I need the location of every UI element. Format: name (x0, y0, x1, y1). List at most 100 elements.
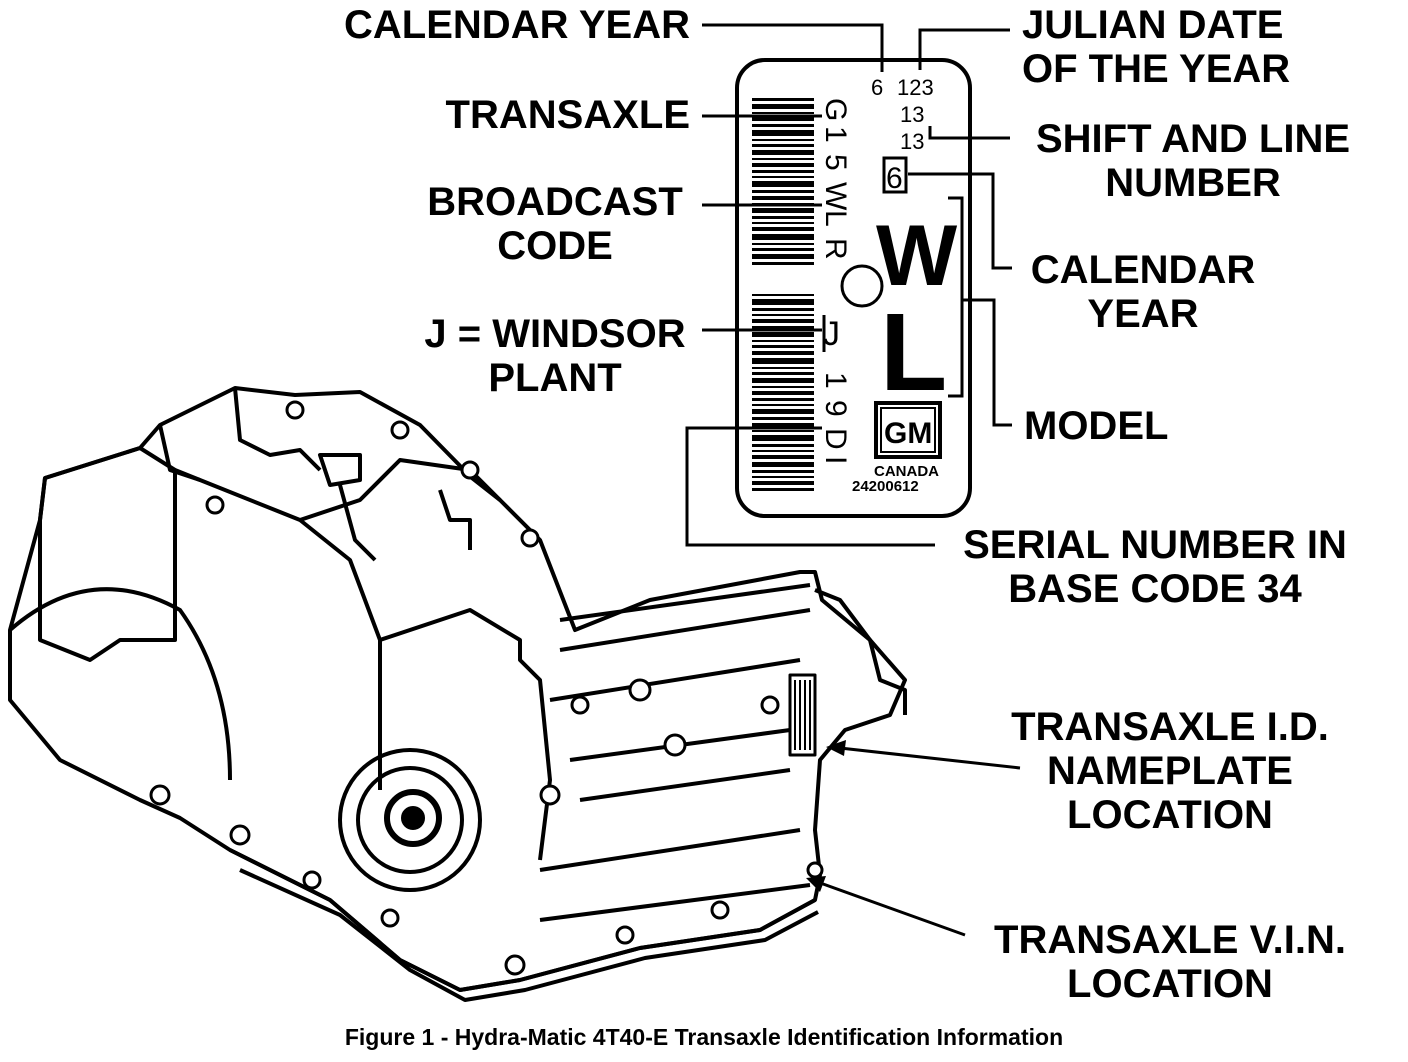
model-letter-w: W (876, 208, 958, 304)
serial-char: D (819, 428, 852, 450)
label-serial-number: SERIAL NUMBER IN BASE CODE 34 (940, 523, 1370, 611)
barcode-bar (752, 170, 814, 173)
barcode-bar (752, 435, 814, 441)
label-broadcast-line2: CODE (405, 224, 705, 268)
nameplate-location (790, 675, 815, 755)
label-broadcast-code: BROADCAST CODE (405, 180, 705, 268)
barcode-bar (752, 262, 814, 265)
label-calendar-right-line1: CALENDAR (1018, 248, 1268, 292)
barcode-bar (752, 358, 814, 364)
barcode-bar (752, 208, 814, 213)
barcode-bar (752, 176, 814, 178)
barcode-bar (752, 158, 814, 160)
label-serial-line2: BASE CODE 34 (940, 567, 1370, 611)
label-model: MODEL (1024, 404, 1168, 448)
label-vin-line1: TRANSAXLE V.I.N. (970, 918, 1370, 962)
barcode-bar (752, 378, 814, 383)
barcode-bar (752, 332, 814, 337)
barcode-bar (752, 386, 814, 388)
barcode-bar (752, 372, 814, 375)
label-julian-line2: OF THE YEAR (1022, 47, 1290, 91)
label-nameplate-line3: LOCATION (985, 793, 1355, 837)
label-transaxle: TRANSAXLE (446, 93, 690, 137)
figure-caption: Figure 1 - Hydra-Matic 4T40-E Transaxle … (0, 1024, 1408, 1051)
broadcast-char: G (819, 98, 852, 121)
barcode-bar (752, 222, 814, 224)
barcode-bar (752, 150, 814, 155)
label-calendar-year-top: CALENDAR YEAR (344, 3, 690, 47)
barcode-bar (752, 124, 814, 127)
barcode-bar (752, 117, 814, 121)
label-nameplate-line1: TRANSAXLE I.D. (985, 705, 1355, 749)
barcode-bar (752, 455, 814, 459)
barcode-bar (752, 181, 814, 187)
barcode-bar (752, 345, 814, 348)
barcode-bar (752, 314, 814, 316)
barcode-bar (752, 227, 814, 231)
barcode-bar (752, 112, 814, 114)
serial-char: I (819, 456, 852, 464)
barcode-bar (752, 470, 814, 473)
barcode-bar (752, 234, 814, 240)
barcode-bar (752, 98, 814, 101)
barcode-bar (752, 254, 814, 259)
barcode-bar (752, 340, 814, 342)
label-calendar-year-right: CALENDAR YEAR (1018, 248, 1268, 336)
barcode-bar (752, 404, 814, 406)
plate-year-box: 6 (886, 162, 903, 195)
plant-char: J (823, 315, 840, 353)
barcode-bar (752, 430, 814, 432)
serial-char: 1 (819, 372, 852, 389)
barcode-bar (752, 367, 814, 369)
label-shift-line1: SHIFT AND LINE (1018, 117, 1368, 161)
bell-housing (40, 448, 175, 660)
barcode-bar (752, 398, 814, 401)
barcode-bar (752, 409, 814, 414)
barcode-bar (752, 190, 814, 193)
barcode-bar (752, 139, 814, 141)
serial-char: 9 (819, 400, 852, 417)
label-nameplate-location: TRANSAXLE I.D. NAMEPLATE LOCATION (985, 705, 1355, 837)
barcode-bar (752, 216, 814, 219)
barcode-bar (752, 196, 814, 200)
label-windsor-line2: PLANT (405, 356, 705, 400)
barcode-bar (752, 294, 814, 296)
barcode-bar (752, 481, 814, 485)
barcode-bar (752, 444, 814, 447)
barcode-bar (752, 423, 814, 427)
plate-shift-1: 13 (900, 102, 924, 127)
barcode-bar (752, 299, 814, 305)
label-vin-line2: LOCATION (970, 962, 1370, 1006)
label-julian-line1: JULIAN DATE (1022, 3, 1290, 47)
barcode-bar (752, 130, 814, 136)
barcode-bar (752, 351, 814, 355)
label-nameplate-line2: NAMEPLATE (985, 749, 1355, 793)
plate-year-digit: 6 (871, 75, 883, 100)
label-windsor-plant: J = WINDSOR PLANT (405, 312, 705, 400)
plate-shift-2: 13 (900, 129, 924, 154)
barcode-bar (752, 450, 814, 452)
barcode-bar (752, 163, 814, 167)
label-windsor-line1: J = WINDSOR (405, 312, 705, 356)
label-shift-line2: NUMBER (1018, 161, 1368, 205)
barcode-bar (752, 144, 814, 147)
plate-julian: 123 (897, 75, 934, 100)
label-julian-date: JULIAN DATE OF THE YEAR (1022, 3, 1290, 91)
gm-logo: GM (884, 417, 932, 450)
barcode-bar (752, 391, 814, 395)
broadcast-char: R (819, 238, 852, 260)
barcode-bar (752, 319, 814, 323)
barcode-bar (752, 248, 814, 251)
broadcast-char: L (819, 210, 852, 227)
broadcast-char: 5 (819, 154, 852, 171)
leader-vin-location (812, 880, 965, 935)
barcode-bar (752, 104, 814, 109)
barcode-bar (752, 488, 814, 491)
label-calendar-right-line2: YEAR (1018, 292, 1268, 336)
label-shift-line: SHIFT AND LINE NUMBER (1018, 117, 1368, 205)
barcode-bar (752, 476, 814, 478)
model-letter-l: L (880, 291, 947, 414)
barcode-bar (752, 243, 814, 245)
broadcast-char: 1 (819, 126, 852, 143)
